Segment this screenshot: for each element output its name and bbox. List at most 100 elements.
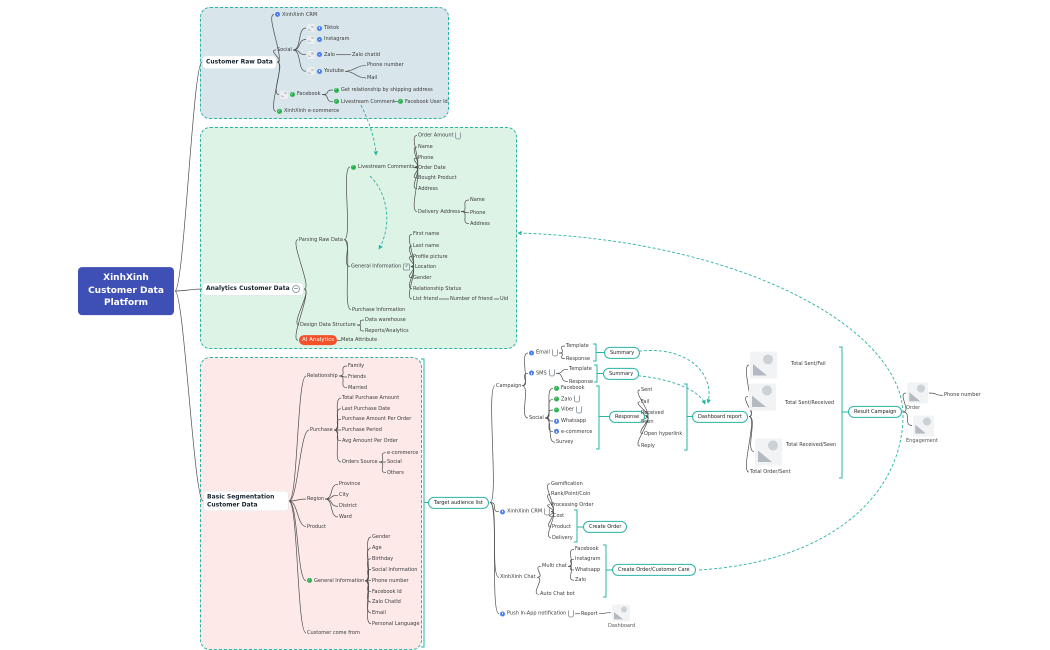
topic-t-whatsapp[interactable]: Whatsapp: [554, 418, 586, 424]
topic-push[interactable]: Push In-App notification: [500, 610, 575, 618]
topic-meta[interactable]: Meta Attribute: [341, 337, 377, 343]
root-rootn[interactable]: XinhXinh Customer Data Platform: [78, 267, 174, 315]
topic-parsing[interactable]: Parsing Raw Data: [299, 237, 343, 243]
topic-e-template[interactable]: Template: [566, 343, 589, 349]
topic-order-amount[interactable]: Order Amount: [418, 132, 462, 139]
topic-social[interactable]: Social: [277, 47, 292, 53]
topic-warehouse[interactable]: Data warehouse: [365, 317, 406, 323]
topic-s-template[interactable]: Template: [569, 366, 592, 372]
topic-design[interactable]: Design Data Structure: [300, 322, 356, 328]
box-target-box[interactable]: Target audience list: [428, 496, 489, 509]
box-create-order-box[interactable]: Create Order: [583, 520, 628, 534]
topic-bought-product[interactable]: Bought Product: [418, 175, 457, 181]
topic-da-name[interactable]: Name: [470, 197, 485, 203]
topic-lbl1[interactable]: Total Sent/Fail: [791, 361, 826, 367]
topic-fb-user-id[interactable]: Facebook User Id: [398, 99, 448, 105]
topic-social2[interactable]: Social: [529, 415, 544, 421]
topic-product[interactable]: Product: [307, 523, 326, 529]
topic-t-facebook[interactable]: Facebook: [554, 385, 585, 391]
topic-campaign[interactable]: Campaign: [496, 383, 521, 389]
topic-s-birthday[interactable]: Birthday: [372, 556, 393, 562]
image-img3[interactable]: [755, 438, 782, 465]
topic-general-info[interactable]: General Information: [351, 263, 411, 270]
topic-purchase[interactable]: Purchase: [310, 427, 333, 433]
topic-get-rel[interactable]: Get relationship by shipping address: [334, 87, 433, 93]
topic-t-survey[interactable]: Survey: [556, 439, 573, 445]
topic-list-friend[interactable]: List friend: [413, 296, 438, 302]
topic-last-name[interactable]: Last name: [413, 243, 439, 249]
topic-liveComments[interactable]: Livestream Comments: [351, 164, 414, 170]
topic-zalo[interactable]: Zalo: [307, 50, 335, 59]
topic-married[interactable]: Married: [348, 385, 367, 391]
topic-a-phone[interactable]: Phone: [418, 155, 434, 161]
image-dash-img[interactable]: [612, 604, 630, 622]
topic-os-ecom[interactable]: e-commerce: [387, 450, 418, 456]
topic-r-sent[interactable]: Sent: [641, 387, 652, 393]
topic-phone-number[interactable]: Phone number: [367, 62, 404, 68]
topic-s-fb-id[interactable]: Facebook Id: [372, 588, 402, 594]
topic-mail[interactable]: Mail: [367, 75, 377, 81]
topic-product2[interactable]: Product: [552, 524, 571, 530]
topic-purchase-info[interactable]: Purchase Information: [352, 307, 405, 313]
topic-ecommerce[interactable]: XinhXinh e-commerce: [277, 108, 339, 114]
topic-cost[interactable]: Cost: [553, 513, 564, 519]
topic-r-fail[interactable]: Fail: [641, 399, 649, 405]
branch-rawTitle[interactable]: Customer Raw Data: [203, 56, 276, 68]
topic-mc-ig[interactable]: Instagram: [575, 556, 600, 562]
topic-mc-fb[interactable]: Facebook: [575, 546, 599, 552]
box-result-box[interactable]: Result Campaign: [848, 405, 903, 419]
topic-s-response[interactable]: Response: [569, 379, 593, 385]
topic-purchase-period[interactable]: Purchase Period: [342, 427, 382, 433]
topic-t-ecom[interactable]: e-commerce: [554, 429, 592, 435]
topic-friends[interactable]: Friends: [348, 374, 366, 380]
topic-chat[interactable]: XinhXinh Chat: [500, 574, 536, 580]
topic-zalo-chatid[interactable]: Zalo chatid: [352, 52, 380, 58]
topic-os-social[interactable]: Social: [387, 459, 402, 465]
topic-crm[interactable]: XinhXinh CRM: [275, 11, 317, 17]
collapse-minus-icon[interactable]: [291, 285, 300, 293]
box-dash-box[interactable]: Dashboard report: [692, 410, 748, 423]
topic-location[interactable]: Location: [415, 264, 436, 270]
topic-a-address[interactable]: Address: [418, 186, 438, 192]
topic-s-phone[interactable]: Phone number: [372, 578, 409, 584]
topic-order-date[interactable]: Order Date: [418, 165, 446, 171]
topic-come-from[interactable]: Customer come from: [307, 630, 360, 636]
topic-delivery[interactable]: Delivery: [552, 535, 573, 541]
topic-profile-picture[interactable]: Profile picture: [413, 253, 448, 259]
topic-mc-zalo[interactable]: Zalo: [575, 577, 586, 583]
topic-family[interactable]: Family: [348, 363, 364, 369]
topic-r-seen[interactable]: Seen: [641, 419, 654, 425]
topic-da-phone[interactable]: Phone: [470, 210, 486, 216]
topic-total-order-sent[interactable]: Total Order/Sent: [750, 469, 791, 475]
topic-reports[interactable]: Reports/Analytics: [365, 328, 409, 334]
topic-gamification[interactable]: Gamification: [551, 481, 583, 487]
topic-total-purchase[interactable]: Total Purchase Amount: [342, 395, 399, 401]
topic-ward[interactable]: Ward: [339, 514, 352, 520]
box-create-cc-box[interactable]: Create Order/Customer Care: [612, 563, 696, 577]
topic-phone-number2[interactable]: Phone number: [944, 392, 981, 398]
topic-multi-chat[interactable]: Multi chat: [542, 563, 567, 569]
topic-region[interactable]: Region: [307, 496, 324, 502]
topic-t-zalo[interactable]: Zalo: [554, 395, 580, 403]
image-order-img[interactable]: [907, 382, 928, 404]
topic-youtube[interactable]: Youtube: [307, 67, 344, 76]
topic-tiktok[interactable]: Tiktok: [307, 24, 339, 32]
topic-s-social-info[interactable]: Social Information: [372, 566, 417, 572]
topic-os-others[interactable]: Others: [387, 470, 404, 476]
topic-gen-info2[interactable]: General Information: [307, 578, 364, 584]
topic-r-received[interactable]: Received: [641, 410, 664, 416]
topic-district[interactable]: District: [339, 503, 357, 509]
topic-sms[interactable]: SMS: [529, 369, 555, 377]
topic-relationship[interactable]: Relationship: [307, 373, 338, 379]
box-response-box[interactable]: Response: [609, 410, 646, 423]
topic-crm2[interactable]: XinhXinh CRM: [500, 508, 551, 516]
topic-lbl3[interactable]: Total Received/Seen: [786, 442, 836, 448]
topic-report[interactable]: Report: [581, 611, 598, 617]
topic-t-viber[interactable]: Viber: [554, 406, 583, 414]
topic-avg-amount[interactable]: Avg Amount Per Order: [342, 438, 398, 444]
topic-s-zalo[interactable]: Zalo ChatId: [372, 599, 401, 605]
topic-rel-status[interactable]: Relationship Status: [413, 285, 461, 291]
topic-processing[interactable]: Processing Order: [551, 502, 594, 508]
topic-last-purchase[interactable]: Last Purchase Date: [342, 406, 390, 412]
